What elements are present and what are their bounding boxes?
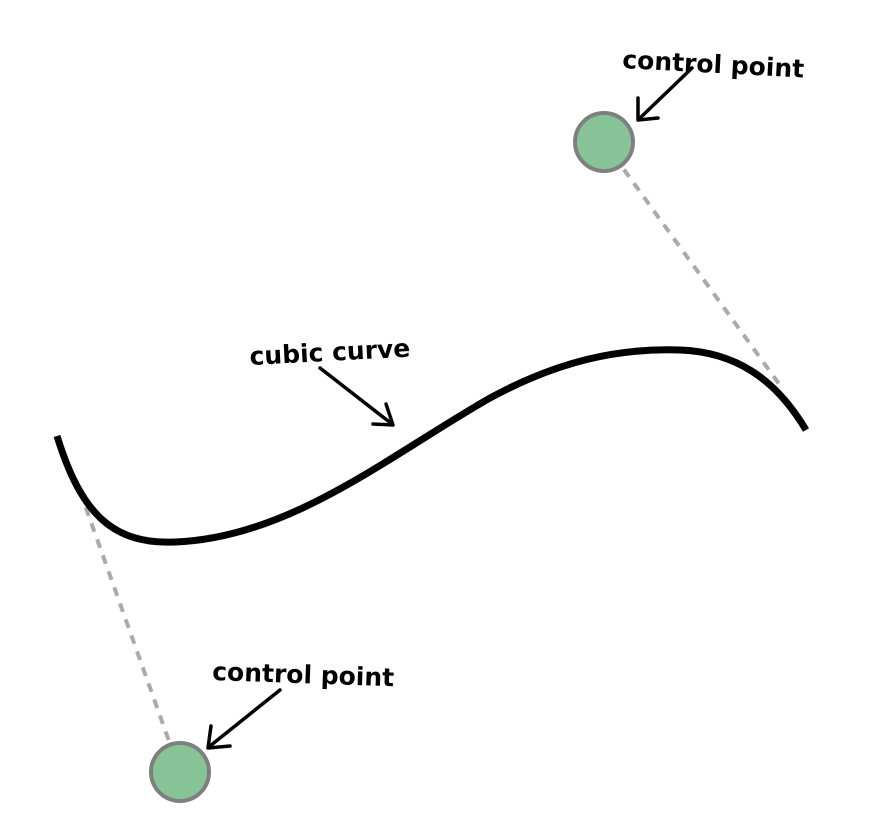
control-point-top[interactable] <box>573 111 635 173</box>
cubic-curve <box>53 346 810 546</box>
label-control-point-bottom: control point <box>212 657 395 692</box>
arrow-bottom <box>206 688 282 750</box>
control-point-bottom[interactable] <box>149 741 211 803</box>
label-control-point-top: control point <box>622 45 805 83</box>
arrow-top <box>636 66 694 122</box>
arrow-curve <box>318 366 395 427</box>
handle-line-bottom <box>74 479 182 773</box>
label-cubic-curve: cubic curve <box>249 334 411 371</box>
